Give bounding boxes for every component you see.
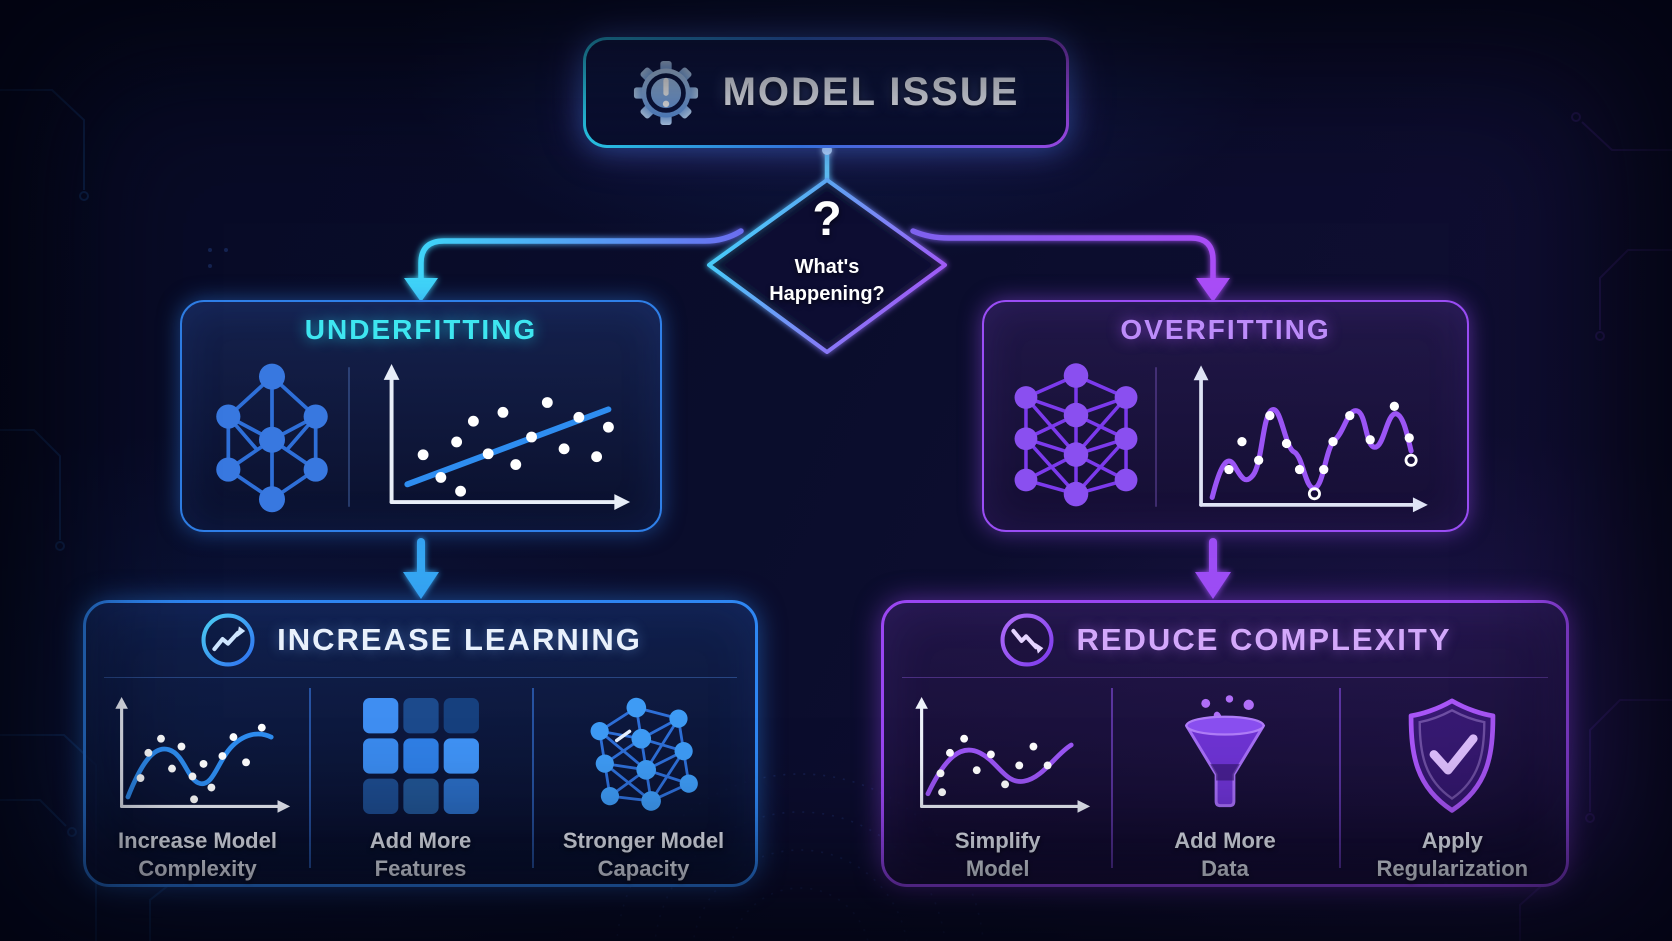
funnel-icon [1184, 694, 1266, 807]
increase-item-features: Add More Features [309, 678, 532, 882]
trend-up-circle-icon [201, 613, 255, 667]
smooth-curve-chart-icon [914, 696, 1090, 813]
sparse-neural-network-icon [216, 363, 328, 513]
column-divider [532, 688, 534, 868]
overfitting-box: OVERFITTING [982, 300, 1469, 532]
reduce-item-simplify-label: Simplify Model [954, 828, 1041, 881]
increase-item-capacity: Stronger Model Capacity [532, 678, 755, 882]
stem-connector [822, 145, 832, 183]
reduce-complexity-box: REDUCE COMPLEXITY [881, 600, 1569, 887]
overfitting-title: OVERFITTING [1120, 314, 1331, 345]
reduce-item-regularization: Apply Regularization [1338, 678, 1566, 882]
overfitting-down-arrow [1195, 538, 1231, 599]
overfit-curve-plot-icon [1193, 365, 1428, 513]
column-divider [309, 688, 311, 868]
model-issue-title: MODEL ISSUE [722, 70, 1020, 114]
model-issue-box: MODEL ISSUE [583, 37, 1069, 148]
dense-neural-network-icon [1014, 363, 1138, 507]
reduce-item-regularization-label: Apply Regularization [1376, 828, 1529, 881]
increase-item-features-label: Add More Features [369, 828, 472, 881]
increase-learning-box: INCREASE LEARNING [83, 600, 758, 887]
underfitting-down-arrow [403, 538, 439, 599]
decision-diamond [707, 178, 947, 354]
decision-text: ? What's Happening? [747, 196, 907, 308]
question-mark: ? [812, 193, 842, 246]
increase-item-complexity: Increase Model Complexity [86, 678, 309, 882]
increase-item-capacity-label: Stronger Model Capacity [562, 828, 725, 881]
decision-caption: What's Happening? [769, 256, 885, 305]
left-branch-arrow [404, 228, 744, 302]
overfitting-divider [1154, 367, 1157, 507]
column-divider [1338, 688, 1341, 868]
underfitting-title: UNDERFITTING [304, 314, 538, 345]
reduce-item-data-label: Add More Data [1174, 828, 1276, 881]
underfit-scatter-plot-icon [383, 364, 631, 510]
wavy-fit-chart-icon [114, 696, 290, 813]
shield-check-icon [1409, 698, 1496, 813]
reduce-item-simplify: Simplify Model [884, 678, 1111, 882]
underfitting-box: UNDERFITTING [180, 300, 662, 532]
right-branch-arrow [910, 228, 1230, 302]
reduce-complexity-title: REDUCE COMPLEXITY [1076, 622, 1452, 657]
column-divider [1111, 688, 1114, 868]
trend-down-circle-icon [1000, 613, 1054, 667]
increase-item-complexity-label: Increase Model Complexity [118, 828, 277, 881]
increase-learning-title: INCREASE LEARNING [277, 622, 642, 657]
feature-grid-icon [362, 697, 479, 814]
dense-network-blue-icon [590, 697, 698, 811]
reduce-item-data: Add More Data [1111, 678, 1338, 882]
gear-alert-icon [633, 60, 698, 125]
underfitting-divider [348, 367, 350, 507]
